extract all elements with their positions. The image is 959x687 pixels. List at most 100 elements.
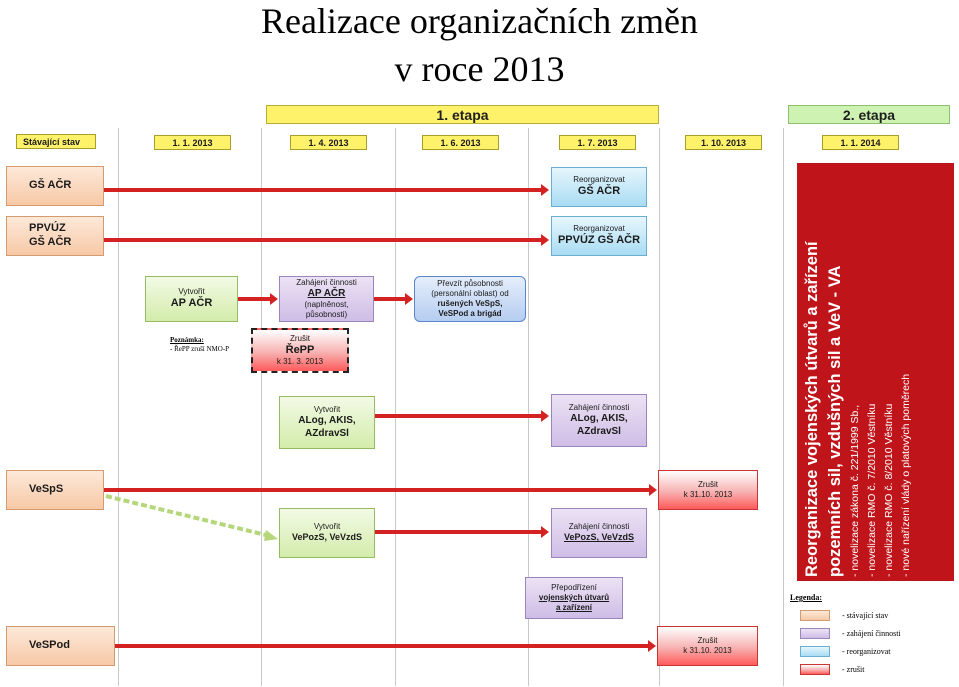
legend-label-cancel: - zrušit [842, 665, 865, 674]
side-panel-item: - nové nařízení vlády o platových poměre… [899, 373, 912, 577]
arrow-ap-start-to-take [374, 293, 413, 305]
start-vepozs: Zahájení činnosti VePozS, VeVzdS [551, 508, 647, 558]
box-label: PPVÚZ [29, 222, 66, 235]
current-ppvuz: PPVÚZ GŠ AČR [6, 216, 104, 256]
box-label: k 31. 3. 2013 [276, 357, 324, 367]
box-label: ALog, AKIS, [298, 415, 356, 426]
side-panel-item: - novelizace RMO č. 7/2010 Věstníku [865, 403, 878, 577]
legend-label-start: - zahájení činnosti [842, 629, 901, 638]
date-2: 1. 4. 2013 [290, 135, 367, 150]
dashed-arrow-vesps-to-vepozs [105, 494, 278, 541]
box-label: VeSpS [29, 483, 64, 496]
stage-2-header: 2. etapa [788, 105, 950, 124]
box-label: GŠ AČR [29, 236, 72, 248]
box-label: (personální oblast) od [431, 289, 509, 298]
grid-line [395, 128, 396, 686]
take-over-responsibilities: Převzít působnosti (personální oblast) o… [414, 276, 526, 322]
arrow-alog-create-to-start [375, 410, 549, 422]
box-label: ŘePP [285, 343, 315, 356]
box-label: k 31.10. 2013 [683, 490, 733, 499]
page-title-line2: v roce 2013 [394, 49, 565, 89]
box-label: AP AČR [170, 297, 213, 310]
side-panel-title-1: Reorganizace vojenských útvarů a zařízen… [802, 241, 821, 577]
box-label: Vytvořit [313, 405, 341, 414]
side-panel-item: - novelizace RMO č. 8/2010 Věstníku [882, 403, 895, 577]
box-label: a zařízení [555, 603, 592, 612]
legend-swatch-reorg [800, 646, 830, 657]
box-label: Vytvořit [313, 522, 341, 532]
current-gs-acr: GŠ AČR [6, 166, 104, 206]
box-label: Zrušit [698, 480, 718, 489]
arrow-vepozs-create-to-start [375, 526, 549, 538]
date-3: 1. 6. 2013 [422, 135, 499, 150]
arrow-ppvuz-to-reorg [104, 234, 549, 246]
box-label: Reorganizovat [573, 224, 625, 234]
box-label: VeSPod a brigád [438, 309, 502, 318]
note-text: - ŘePP zruší NMO-P [170, 345, 230, 353]
note: Poznámka: - ŘePP zruší NMO-P [170, 336, 229, 354]
box-label: Zrušit [290, 333, 310, 343]
arrow-ap-create-to-start [238, 293, 278, 305]
date-6: 1. 1. 2014 [822, 135, 899, 150]
stage-1-header: 1. etapa [266, 105, 659, 124]
reorg-ppvuz: Reorganizovat PPVÚZ GŠ AČR [551, 216, 647, 256]
box-label: Zrušit [697, 636, 718, 645]
box-label: Přepodřízení [551, 583, 597, 592]
box-label: Převzít působnosti [437, 279, 503, 288]
cancel-repp: Zrušit ŘePP k 31. 3. 2013 [251, 328, 349, 373]
box-label: Zahájení činnosti [568, 522, 630, 532]
current-vesps: VeSpS [6, 470, 104, 510]
box-label: GŠ AČR [577, 185, 621, 198]
box-label: vojenských útvarů [538, 593, 610, 602]
cancel-vesps: Zrušit k 31.10. 2013 [658, 470, 758, 510]
start-ap-acr: Zahájení činnosti AP AČR (naplněnost, pů… [279, 276, 374, 322]
legend-swatch-current [800, 610, 830, 621]
date-4: 1. 7. 2013 [559, 135, 636, 150]
box-label: ALog, AKIS, [570, 413, 628, 424]
reorg-gs-acr: Reorganizovat GŠ AČR [551, 167, 647, 207]
box-label: Zahájení činnosti [568, 403, 630, 412]
box-label: VePozS, VeVzdS [291, 532, 363, 543]
grid-line [261, 128, 262, 686]
cancel-vespod: Zrušit k 31.10. 2013 [657, 626, 758, 666]
create-alog: Vytvořit ALog, AKIS, AZdravSl [279, 396, 375, 449]
grid-line [659, 128, 660, 686]
page-title-line1: Realizace organizačních změn [260, 1, 699, 41]
grid-line [783, 128, 784, 686]
box-label: působnosti) [305, 310, 348, 320]
date-5: 1. 10. 2013 [685, 135, 762, 150]
box-label: AP AČR [307, 287, 346, 299]
box-label: Vytvořit [178, 287, 205, 297]
side-panel: Reorganizace vojenských útvarů a zařízen… [797, 163, 954, 581]
arrow-vespod-to-cancel [115, 640, 656, 652]
box-label: Zahájení činnosti [296, 277, 357, 287]
current-vespod: VeSPod [6, 626, 115, 666]
side-panel-item: - novelizace zákona č. 221/1999 Sb., [848, 404, 861, 577]
create-ap-acr: Vytvořit AP AČR [145, 276, 238, 322]
grid-line [118, 128, 119, 686]
box-label: k 31.10. 2013 [683, 646, 732, 655]
arrow-gs-to-reorg [104, 184, 549, 196]
box-label: (naplněnost, [304, 300, 349, 310]
date-1: 1. 1. 2013 [154, 135, 231, 150]
legend-swatch-cancel [800, 664, 830, 675]
legend-swatch-start [800, 628, 830, 639]
box-label: AZdravSl [577, 425, 621, 437]
box-label: PPVÚZ GŠ AČR [557, 234, 641, 247]
note-title: Poznámka: [170, 336, 204, 344]
resubordination: Přepodřízení vojenských útvarů a zařízen… [525, 577, 623, 619]
box-label: Reorganizovat [573, 175, 625, 185]
create-vepozs: Vytvořit VePozS, VeVzdS [279, 508, 375, 558]
box-label: VePozS, VeVzdS [563, 532, 635, 543]
legend-label-current: - stávající stav [842, 611, 889, 620]
legend-title: Legenda: [790, 593, 822, 602]
legend-label-reorg: - reorganizovat [842, 647, 891, 656]
box-label: VeSPod [29, 639, 70, 652]
current-state-label: Stávající stav [16, 134, 96, 149]
box-label: AZdravSl [305, 427, 349, 439]
grid-line [528, 128, 529, 686]
side-panel-title-2: pozemních sil, vzdušných sil a VeV - VA [825, 265, 844, 577]
start-alog: Zahájení činnosti ALog, AKIS, AZdravSl [551, 394, 647, 447]
arrow-vesps-to-cancel [104, 484, 657, 496]
box-label: GŠ AČR [29, 179, 72, 192]
